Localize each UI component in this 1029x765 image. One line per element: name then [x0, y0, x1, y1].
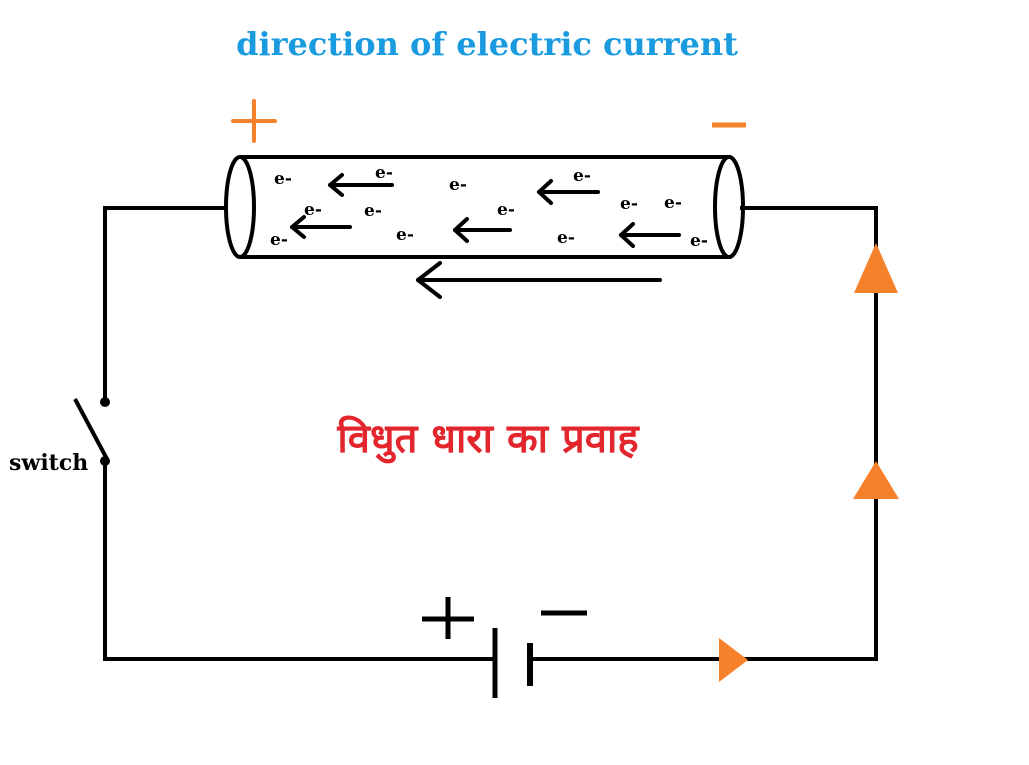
hindi-caption: विधुत धारा का प्रवाह [336, 415, 640, 464]
electron-flow-arrow-large [416, 261, 662, 299]
electron-label: e- [620, 194, 638, 214]
electron-label: e- [690, 231, 708, 251]
battery [492, 628, 533, 698]
switch [73, 397, 110, 466]
diagram-title: direction of electric current [236, 25, 738, 63]
circuit-wires [103, 206, 878, 661]
electron-arrow [619, 222, 681, 248]
electron-label: e- [573, 166, 591, 186]
conductor-positive-sign [231, 99, 277, 143]
electron-label: e- [304, 200, 322, 220]
conductor-tube [224, 155, 745, 259]
electron-label: e- [270, 230, 288, 250]
current-arrow-right-lower [853, 461, 899, 499]
current-arrow-bottom [719, 638, 748, 682]
electron-arrow [537, 179, 600, 205]
electron-label: e- [449, 175, 467, 195]
electron-label: e- [274, 169, 292, 189]
electron-arrow [290, 215, 352, 239]
electron-label: e- [364, 201, 382, 221]
electron-arrow [328, 173, 394, 197]
electron-label: e- [497, 200, 515, 220]
battery-positive-sign [422, 597, 474, 639]
electron-label: e- [396, 225, 414, 245]
current-arrow-right-upper [854, 243, 898, 293]
electron-label: e- [375, 163, 393, 183]
electron-arrow [453, 217, 512, 243]
electron-label: e- [557, 228, 575, 248]
switch-label: switch [9, 450, 88, 476]
electron-label: e- [664, 193, 682, 213]
